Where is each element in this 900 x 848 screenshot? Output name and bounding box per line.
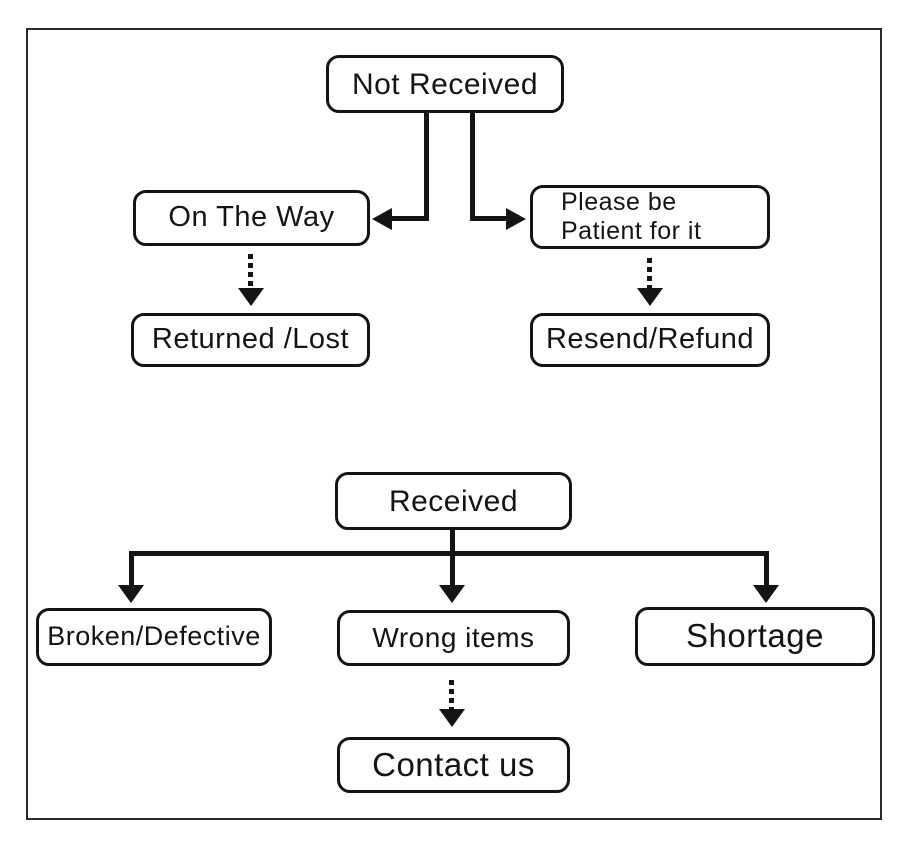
node-shortage: Shortage	[635, 607, 875, 666]
edge-notreceived-ontheway-vertical	[424, 112, 429, 221]
node-broken-defective: Broken/Defective	[36, 608, 272, 666]
arrowhead-down-icon	[753, 585, 779, 603]
arrowhead-right-icon	[506, 208, 526, 230]
edge-received-stem	[450, 530, 455, 555]
node-wrong-items: Wrong items	[337, 610, 570, 666]
arrowhead-down-icon	[439, 585, 465, 603]
edge-received-rail	[129, 551, 769, 556]
node-received: Received	[335, 472, 572, 530]
node-on-the-way: On The Way	[133, 190, 370, 246]
node-please-be-patient-line2: Patient for it	[561, 217, 702, 245]
node-received-label: Received	[388, 484, 519, 518]
arrowhead-down-icon	[238, 288, 264, 306]
node-please-be-patient-line1: Please be	[561, 188, 677, 217]
edge-wrongitems-contactus-dotted	[449, 680, 454, 711]
edge-received-wrongitems-vertical	[450, 551, 455, 587]
node-resend-refund: Resend/Refund	[530, 313, 770, 367]
node-contact-us: Contact us	[337, 737, 570, 793]
node-returned-lost: Returned /Lost	[131, 313, 370, 367]
edge-received-brokendefective-vertical	[129, 551, 134, 587]
node-please-be-patient: Please be Patient for it	[530, 185, 770, 249]
node-resend-refund-label: Resend/Refund	[545, 323, 755, 356]
node-contact-us-label: Contact us	[372, 745, 535, 783]
arrowhead-down-icon	[118, 585, 144, 603]
node-broken-defective-label: Broken/Defective	[47, 621, 261, 652]
node-wrong-items-label: Wrong items	[372, 621, 535, 653]
node-not-received-label: Not Received	[351, 67, 539, 101]
edge-received-shortage-vertical	[764, 551, 769, 587]
arrowhead-down-icon	[637, 288, 663, 306]
edge-patient-resendrefund-dotted	[647, 258, 652, 290]
edge-notreceived-patient-vertical	[470, 112, 475, 221]
node-please-be-patient-label: Please be Patient for it	[561, 188, 701, 246]
edge-ontheway-returnedlost-dotted	[248, 254, 253, 290]
node-on-the-way-label: On The Way	[168, 201, 335, 234]
arrowhead-left-icon	[372, 208, 392, 230]
node-shortage-label: Shortage	[686, 617, 824, 655]
node-not-received: Not Received	[326, 55, 564, 113]
diagram-border-frame	[26, 28, 882, 820]
node-returned-lost-label: Returned /Lost	[151, 323, 350, 356]
edge-notreceived-patient-horizontal	[473, 216, 507, 221]
edge-notreceived-ontheway-horizontal	[391, 216, 426, 221]
arrowhead-down-icon	[439, 709, 465, 727]
